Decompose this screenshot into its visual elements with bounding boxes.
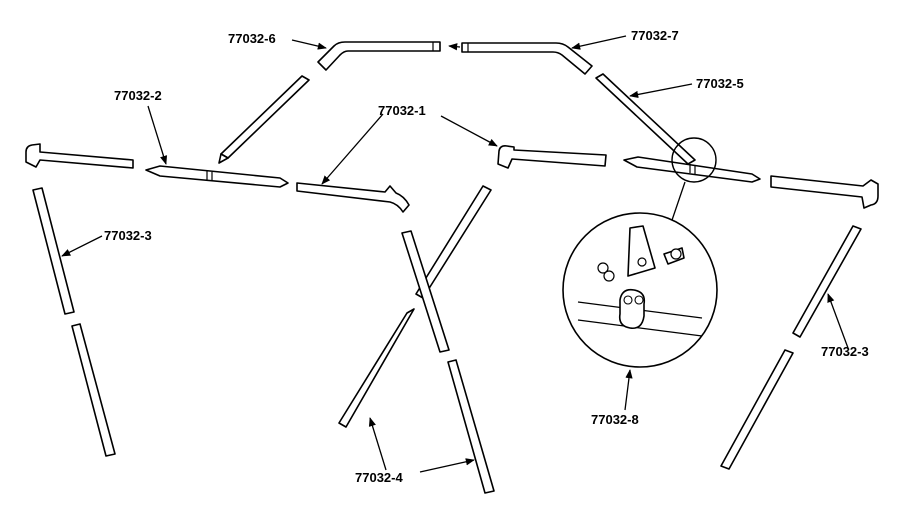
tube-77032-1-right [497, 145, 607, 169]
label-77032-4: 77032-4 [355, 470, 403, 485]
tube-77032-6 [317, 41, 441, 71]
tube-center-right [623, 156, 761, 183]
label-77032-2: 77032-2 [114, 88, 162, 103]
label-77032-7: 77032-7 [631, 28, 679, 43]
tube-77032-2 [145, 165, 289, 188]
detail-callout-circle-small [671, 137, 717, 183]
leg-77032-4-left [338, 308, 415, 428]
leg-77032-3-left-upper [32, 187, 75, 315]
leg-77032-3-right-upper [792, 225, 862, 338]
label-77032-1: 77032-1 [378, 103, 426, 118]
label-77032-8: 77032-8 [591, 412, 639, 427]
label-77032-3-right: 77032-3 [821, 344, 869, 359]
detail-magnified-view [562, 212, 718, 368]
brace-left-upper [218, 75, 310, 164]
label-77032-6: 77032-6 [228, 31, 276, 46]
elbow-left [25, 143, 134, 169]
label-77032-5: 77032-5 [696, 76, 744, 91]
tube-77032-1-left [296, 182, 410, 213]
tube-77032-7 [461, 42, 593, 75]
leg-left-lower [71, 323, 116, 457]
leg-77032-4-right [447, 359, 495, 494]
tube-77032-5 [595, 73, 696, 165]
leg-right-lower [720, 349, 794, 470]
leg-center-b [401, 230, 450, 353]
elbow-right [770, 175, 879, 209]
label-77032-3-left: 77032-3 [104, 228, 152, 243]
